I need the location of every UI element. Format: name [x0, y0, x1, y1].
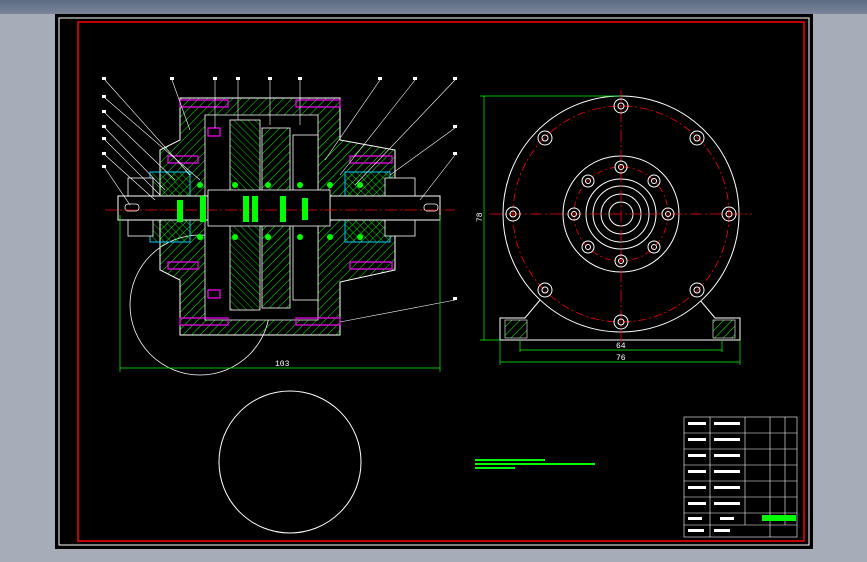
bolt-mid-left-top: [167, 155, 199, 164]
height-dimension: [480, 95, 621, 341]
reference-circle: [218, 390, 362, 534]
output-keyway: [423, 203, 439, 212]
title-block-text: [688, 422, 740, 532]
pin-bottom: [207, 289, 221, 299]
outer-bolt-holes: [505, 98, 737, 330]
bolt-bottom-right: [295, 317, 341, 326]
pin-top: [207, 127, 221, 137]
bolt-top-right: [295, 99, 341, 108]
end-view: 78 64 76: [476, 90, 752, 365]
bolt-bottom-left: [179, 317, 229, 326]
eccentric-shaft: [207, 189, 331, 227]
input-keyway: [124, 203, 140, 212]
bolt-mid-left-bottom: [167, 261, 199, 270]
inner-bolt-holes: [567, 160, 675, 268]
base-inner-label: 64: [616, 342, 626, 351]
base-outer-label: 76: [616, 354, 626, 363]
inner-border: [77, 21, 805, 542]
bolts: [167, 99, 393, 326]
bolt-top-left: [179, 99, 229, 108]
height-label: 78: [476, 212, 485, 222]
foot-hatch-left: [504, 319, 528, 339]
bolt-mid-right-bottom: [349, 261, 393, 270]
base-dimensions: [499, 340, 741, 365]
bearing-balls: [197, 182, 363, 240]
overall-length-label: 103: [275, 360, 290, 369]
bolt-mid-right-top: [349, 155, 393, 164]
leader-lines: [104, 79, 456, 323]
technical-notes: [475, 459, 595, 469]
inner-dimension-marks: [177, 196, 308, 222]
outer-border: [58, 17, 810, 546]
input-shaft: [117, 195, 209, 221]
output-shaft: [329, 195, 441, 221]
title-block-highlight: [762, 515, 796, 521]
section-view: 103: [102, 77, 457, 376]
foot-hatch-right: [712, 319, 736, 339]
balloons: [102, 77, 457, 300]
length-dimension: [119, 215, 441, 372]
